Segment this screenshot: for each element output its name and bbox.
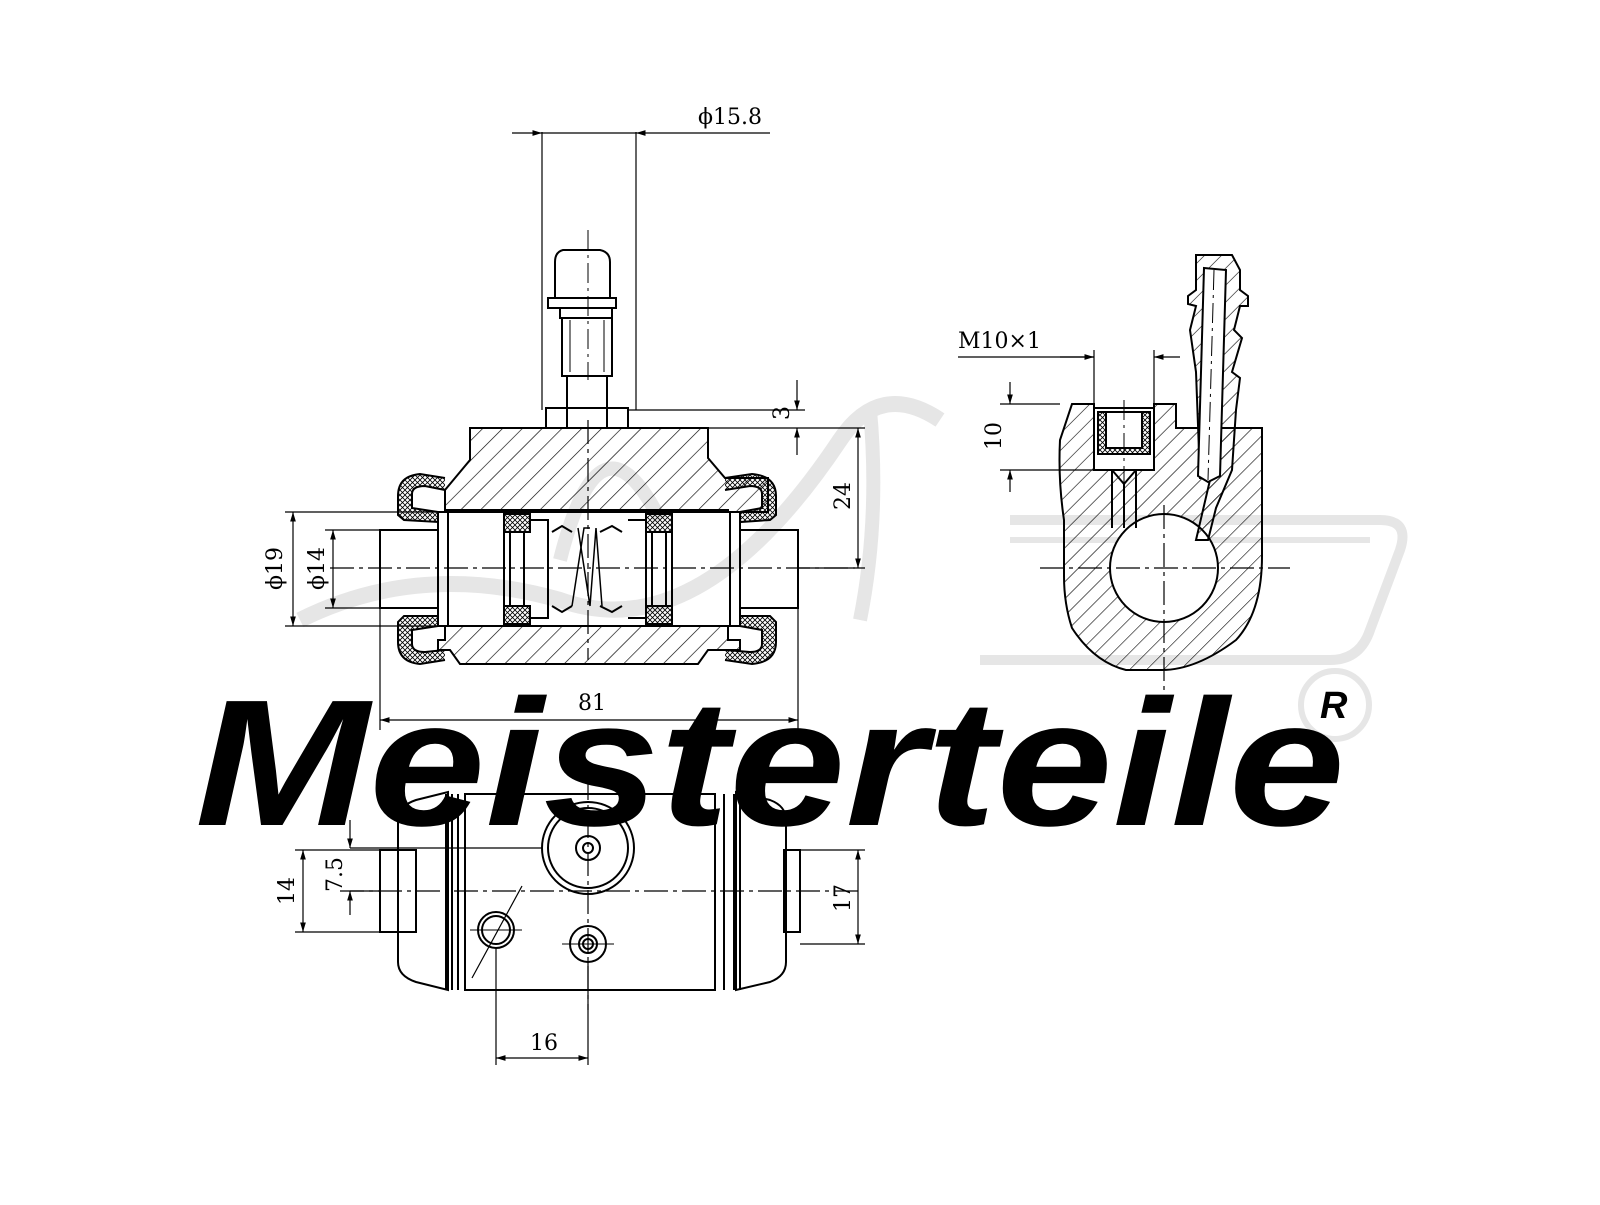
dim-bottom-offset: 7.5 [323,857,348,892]
dim-bleeder-diameter: ϕ15.8 [698,105,762,130]
spring [577,527,603,607]
housing-upper-section [444,427,769,513]
bleeder-screw [545,230,629,429]
side-section-view [1040,254,1290,690]
dim-bleeder-offset: 3 [770,406,795,420]
side-dimensions [958,350,1180,492]
dim-thread: M10×1 [958,329,1041,354]
housing-lower-section [437,625,741,665]
watermark-registered-mark: R [1320,685,1348,727]
bottom-body [464,793,716,991]
front-dimensions [285,130,865,730]
dim-height-to-axis: 24 [831,482,856,510]
dim-bore-outer: ϕ19 [263,547,288,590]
dim-bore-inner: ϕ14 [305,547,330,590]
left-piston [447,511,505,627]
dim-thread-depth: 10 [982,422,1007,450]
dim-overall-length: 81 [578,691,606,716]
dim-bottom-height: 14 [275,877,300,905]
right-piston [671,511,731,627]
left-seal-cup [503,513,531,533]
dim-bottom-width: 17 [831,884,856,912]
dim-hole-spacing: 16 [530,1031,558,1056]
right-seal-cup [645,513,673,533]
bottom-dimensions [295,820,865,1065]
front-section-view [330,230,855,666]
watermark-brand: Meisterteile [195,663,1345,864]
